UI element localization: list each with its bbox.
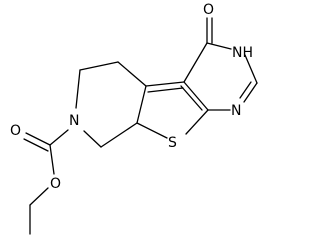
bond-c5-c6	[79, 61, 119, 71]
bond-c9a-s	[136, 122, 168, 139]
bond-c2-n1	[243, 82, 258, 103]
atom-n-piperidine: N	[69, 113, 79, 129]
bond-c9-c9a	[136, 85, 147, 124]
bond-o-ch2	[29, 187, 49, 206]
bond-cco-o-double-2	[23, 138, 49, 152]
bond-n7-cco	[49, 129, 69, 146]
bond-s-c8a	[185, 109, 209, 135]
atom-s: S	[168, 135, 177, 151]
atom-o-ester: O	[50, 176, 61, 192]
bond-c4a-c4	[183, 42, 208, 83]
bond-c8-c9a	[100, 122, 138, 148]
atom-o-carbonyl: O	[203, 2, 214, 18]
atom-n-pyrimidine: N	[231, 103, 241, 119]
structure-svg: O NH N S N O O	[10, 2, 258, 235]
bond-n3-c2	[244, 54, 258, 84]
bond-c6-n7	[75, 69, 81, 109]
bond-cco-o	[49, 144, 55, 175]
bond-c4a-c9-double	[147, 87, 184, 93]
bonds	[23, 17, 258, 235]
bond-c8a-c4a	[183, 81, 209, 111]
bond-c4a-c9	[145, 81, 185, 87]
atom-labels: O NH N S N O O	[10, 2, 253, 192]
bond-c9-c5	[117, 61, 147, 87]
molecule-structure: O NH N S N O O	[10, 2, 258, 235]
atom-nh: NH	[232, 45, 253, 61]
bond-c8a-c4a-double	[180, 85, 203, 111]
bond-cco-o-double	[25, 132, 51, 146]
atom-o-ester-carbonyl: O	[10, 123, 21, 139]
bond-c2-n1-double	[239, 81, 252, 99]
bond-n7-c8	[83, 130, 102, 148]
bond-c4-n3	[206, 42, 232, 50]
